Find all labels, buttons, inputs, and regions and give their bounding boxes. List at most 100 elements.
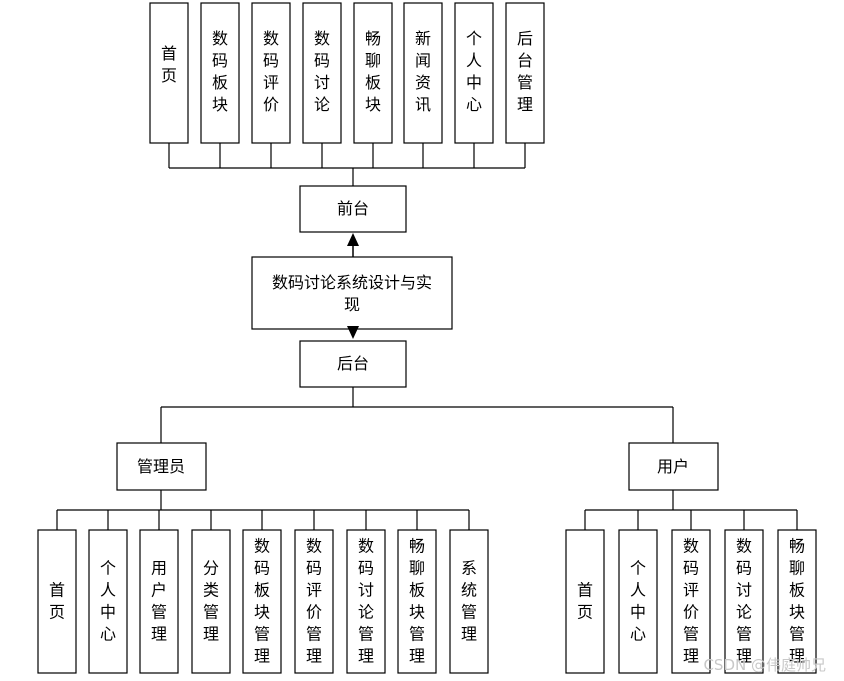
admin-module-label-char: 数 — [358, 537, 374, 556]
admin-module-label-char: 块 — [254, 603, 270, 622]
front-module-label-char: 闻 — [415, 51, 431, 70]
user-module-label-char: 页 — [577, 603, 593, 622]
admin-module-label-char: 理 — [306, 647, 322, 666]
user-module-label-char: 管 — [683, 625, 699, 644]
user-module-box — [724, 529, 764, 674]
user-module-label-char: 管 — [789, 625, 805, 644]
admin-module-label-char: 页 — [49, 603, 65, 622]
user-module-label-char: 讨 — [736, 581, 752, 600]
front-module-label-char: 台 — [517, 51, 533, 70]
user-module-label-char: 码 — [683, 559, 699, 578]
front-module-label-char: 数 — [263, 29, 279, 48]
admin-module-label-char: 板 — [409, 581, 425, 600]
admin-module-box — [397, 529, 437, 674]
admin-module-label-char: 管 — [358, 625, 374, 644]
front-module-box — [454, 2, 494, 144]
admin-module-label-char: 畅 — [409, 537, 425, 556]
front-module-label-char: 新 — [415, 29, 431, 48]
admin-module-label-char: 人 — [100, 581, 116, 600]
admin-module-label-char: 户 — [151, 581, 167, 600]
front-module-0: 首页 — [149, 2, 189, 144]
user-module-label-char: 数 — [736, 537, 752, 556]
front-module-label-char: 管 — [517, 73, 533, 92]
admin-module-label-char: 心 — [100, 625, 116, 644]
admin-module-label-char: 理 — [203, 625, 219, 644]
admin-module-box — [37, 529, 77, 674]
admin-module-label-char: 管 — [461, 603, 477, 622]
admin-module-box — [242, 529, 282, 674]
front-module-label-char: 个 — [466, 29, 482, 48]
user-module-label-char: 人 — [630, 581, 646, 600]
user-module-label-char: 块 — [789, 603, 805, 622]
admin-module-0: 首页 — [37, 529, 77, 674]
admin-module-label-char: 块 — [409, 603, 425, 622]
user-node-box — [628, 442, 719, 491]
admin-module-label-char: 系 — [461, 559, 477, 578]
arrow-up-head — [347, 233, 359, 246]
front-module-label-char: 块 — [365, 95, 381, 114]
admin-module-box — [346, 529, 386, 674]
admin-module-label-char: 管 — [151, 603, 167, 622]
user-module-box — [671, 529, 711, 674]
front-module-label-char: 数 — [212, 29, 228, 48]
admin-module-box — [191, 529, 231, 674]
front-module-box — [251, 2, 291, 144]
system-title-line2: 现 — [344, 295, 360, 314]
front-module-label-char: 页 — [161, 66, 177, 85]
admin-module-box — [294, 529, 334, 674]
admin-module-label-char: 价 — [306, 603, 322, 622]
admin-module-label-char: 管 — [203, 603, 219, 622]
admin-module-label-char: 首 — [49, 581, 65, 600]
front-module-label-char: 码 — [212, 51, 228, 70]
user-module-label-char: 个 — [630, 559, 646, 578]
admin-module-label-char: 板 — [254, 581, 270, 600]
front-module-label-char: 码 — [314, 51, 330, 70]
user-module-box — [618, 529, 658, 674]
front-module-label-char: 畅 — [365, 29, 381, 48]
admin-node-label: 管理员 — [137, 457, 185, 476]
system-title-box — [251, 256, 453, 330]
front-module-label-char: 理 — [517, 95, 533, 114]
front-module-box — [403, 2, 443, 144]
admin-module-label-char: 码 — [254, 559, 270, 578]
admin-module-label-char: 理 — [358, 647, 374, 666]
front-module-box — [149, 2, 189, 144]
back-node-label: 后台 — [337, 354, 369, 373]
admin-module-label-char: 聊 — [409, 559, 425, 578]
user-module-label-char: 理 — [789, 647, 805, 666]
user-module-label-char: 论 — [736, 603, 752, 622]
admin-module-label-char: 数 — [306, 537, 322, 556]
admin-module-label-char: 个 — [100, 559, 116, 578]
admin-module-label-char: 类 — [203, 581, 219, 600]
admin-module-label-char: 中 — [100, 603, 116, 622]
user-module-box — [565, 529, 605, 674]
admin-module-label-char: 理 — [409, 647, 425, 666]
user-module-label-char: 管 — [736, 625, 752, 644]
admin-module-label-char: 用 — [151, 559, 167, 578]
back-node-box — [299, 340, 407, 388]
system-title-line1: 数码讨论系统设计与实 — [272, 273, 432, 292]
user-module-0: 首页 — [565, 529, 605, 674]
front-module-label-char: 板 — [365, 73, 381, 92]
user-module-box — [777, 529, 817, 674]
user-module-label-char: 价 — [683, 603, 699, 622]
admin-module-label-char: 数 — [254, 537, 270, 556]
front-module-label-char: 价 — [263, 95, 279, 114]
front-module-label-char: 讨 — [314, 73, 330, 92]
admin-module-label-char: 管 — [254, 625, 270, 644]
front-module-label-char: 资 — [415, 73, 431, 92]
user-module-label-char: 理 — [683, 647, 699, 666]
front-module-label-char: 块 — [212, 95, 228, 114]
admin-module-label-char: 码 — [358, 559, 374, 578]
front-module-box — [302, 2, 342, 144]
